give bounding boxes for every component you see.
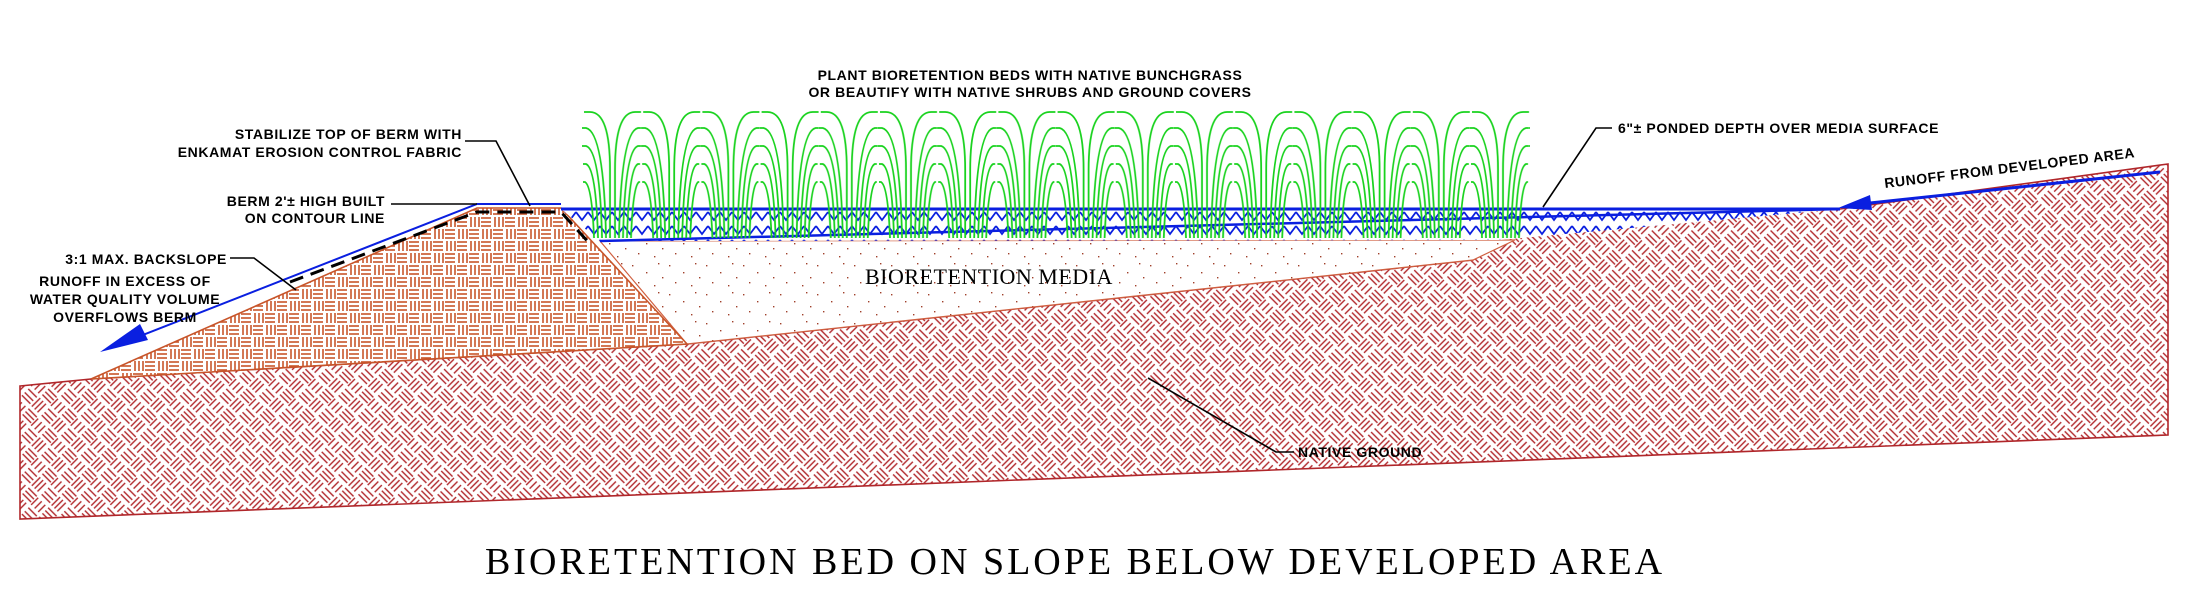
media-label: BIORETENTION MEDIA — [865, 264, 1113, 289]
overflow-label-line2: WATER QUALITY VOLUME — [30, 291, 220, 307]
leader-stabilize — [465, 140, 531, 207]
stabilize-label-line2: ENKAMAT EROSION CONTROL FABRIC — [178, 144, 462, 160]
stabilize-label-line1: STABILIZE TOP OF BERM WITH — [235, 126, 462, 142]
runoff-arrow-icon — [1838, 170, 2161, 210]
plant-label-line1: PLANT BIORETENTION BEDS WITH NATIVE BUNC… — [818, 67, 1243, 83]
native-ground-label: NATIVE GROUND — [1298, 444, 1422, 460]
backslope-label: 3:1 MAX. BACKSLOPE — [65, 251, 227, 267]
overflow-label-line3: OVERFLOWS BERM — [53, 309, 197, 325]
erosion-control-fabric — [289, 210, 592, 284]
plant-label-line2: OR BEAUTIFY WITH NATIVE SHRUBS AND GROUN… — [808, 84, 1251, 100]
overflow-label-line1: RUNOFF IN EXCESS OF — [39, 273, 211, 289]
berm-label-line2: ON CONTOUR LINE — [245, 210, 385, 226]
ponded-depth-label: 6"± PONDED DEPTH OVER MEDIA SURFACE — [1618, 120, 1939, 136]
berm-label-line1: BERM 2'± HIGH BUILT — [227, 193, 385, 209]
leader-native-ground — [1147, 377, 1294, 453]
leader-ponded — [1542, 127, 1612, 208]
native-bunchgrass — [582, 110, 1530, 240]
drawing-title: BIORETENTION BED ON SLOPE BELOW DEVELOPE… — [485, 541, 1665, 583]
leader-backslope — [230, 257, 297, 291]
